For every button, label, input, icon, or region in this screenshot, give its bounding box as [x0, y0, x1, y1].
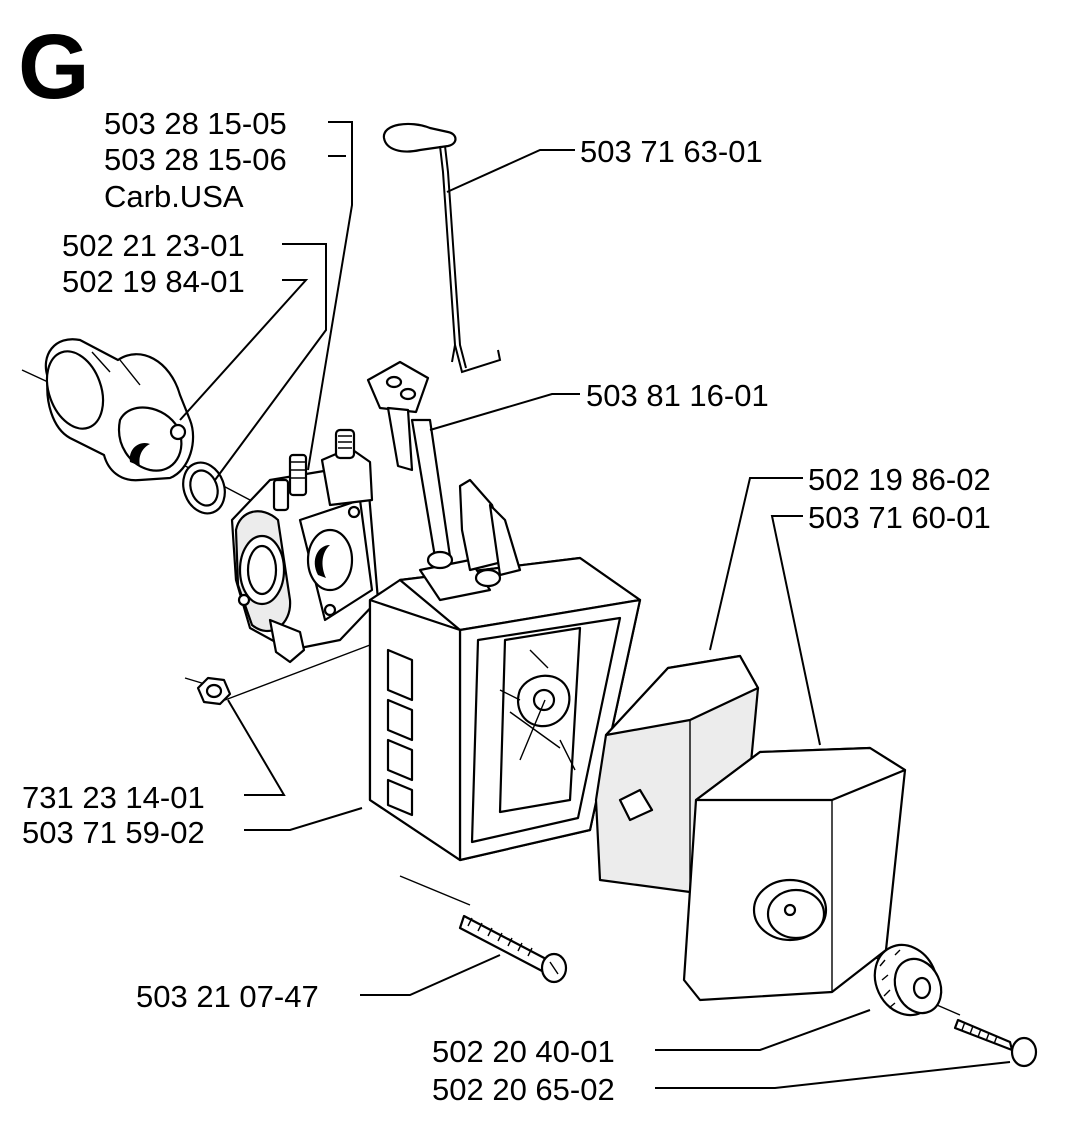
label-filter-2: 503 71 60-01 [808, 500, 991, 535]
leader-lines [179, 121, 1011, 1089]
label-housing: 503 71 59-02 [22, 815, 205, 850]
label-carburetor-1: 503 28 15-05 [104, 106, 287, 141]
part-number-labels: 503 28 15-05 503 28 15-06 Carb.USA 502 2… [22, 106, 991, 1107]
label-gasket-1: 502 21 23-01 [62, 228, 245, 263]
label-gasket-2: 502 19 84-01 [62, 264, 245, 299]
throttle-lever [366, 360, 454, 577]
hex-nut [196, 676, 232, 706]
air-filter-cover [682, 746, 907, 1002]
choke-rod [382, 122, 502, 374]
gasket-ring [182, 461, 226, 515]
intake-adapter [44, 338, 195, 482]
carburetor [230, 428, 380, 664]
label-screw-long: 503 21 07-47 [136, 979, 319, 1014]
label-knob: 502 20 40-01 [432, 1034, 615, 1069]
label-carburetor-2: 503 28 15-06 [104, 142, 287, 177]
cover-knob [873, 943, 943, 1017]
air-filter-housing [368, 478, 642, 862]
label-carburetor-note: Carb.USA [104, 179, 244, 214]
label-filter-1: 502 19 86-02 [808, 462, 991, 497]
label-throttle-lever: 503 81 16-01 [586, 378, 769, 413]
section-letter: G [18, 16, 90, 118]
long-screw [458, 914, 568, 984]
label-nut: 731 23 14-01 [22, 780, 205, 815]
label-choke-rod: 503 71 63-01 [580, 134, 763, 169]
label-screw-short: 502 20 65-02 [432, 1072, 615, 1107]
short-screw [953, 1018, 1038, 1068]
